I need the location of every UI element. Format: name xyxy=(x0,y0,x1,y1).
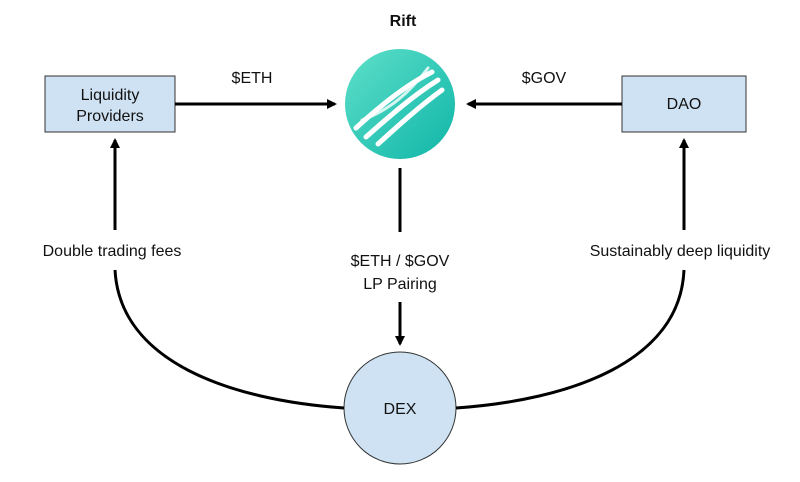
liquidity-providers-label-line1: Liquidity xyxy=(81,87,140,104)
deep-liquidity-curve xyxy=(455,269,686,410)
liquidity-providers-label-line2: Providers xyxy=(76,108,144,125)
dex-label: DEX xyxy=(384,401,417,418)
rift-logo-icon xyxy=(345,49,455,159)
dex-node: DEX xyxy=(343,351,457,465)
gov-label: $GOV xyxy=(522,70,567,87)
diagram-title: Rift xyxy=(390,13,417,30)
lp-pairing-label-line1: $ETH / $GOV xyxy=(351,253,450,270)
dao-label: DAO xyxy=(667,96,702,113)
lp-pairing-label-line2: LP Pairing xyxy=(363,276,437,293)
double-fees-curve xyxy=(113,269,345,410)
dao-node: DAO xyxy=(621,75,747,133)
deep-liquidity-label: Sustainably deep liquidity xyxy=(590,243,771,260)
double-fees-label: Double trading fees xyxy=(43,243,182,260)
eth-label: $ETH xyxy=(232,70,273,87)
liquidity-providers-node: Liquidity Providers xyxy=(44,75,176,133)
